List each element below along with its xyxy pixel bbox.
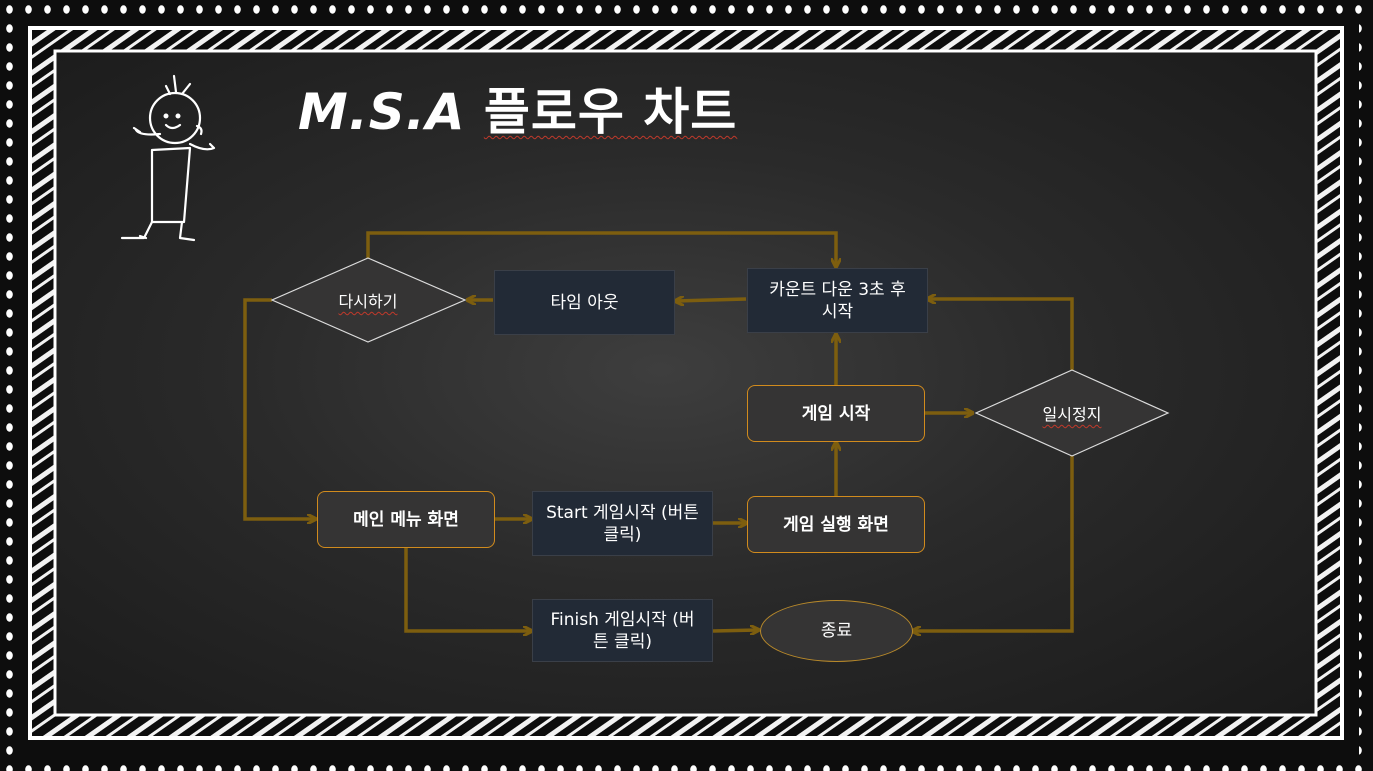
retry-decision: 다시하기: [339, 288, 398, 312]
main-menu-node: 메인 메뉴 화면: [317, 491, 495, 548]
finish-button-label: Finish 게임시작 (버튼 클릭): [550, 609, 695, 652]
main-menu-label: 메인 메뉴 화면: [353, 509, 459, 530]
countdown-label: 카운트 다운 3초 후 시작: [769, 279, 906, 322]
title-main: 플로우 차트: [483, 83, 738, 141]
finish-button-node: Finish 게임시작 (버튼 클릭): [532, 599, 713, 662]
start-button-node: Start 게임시작 (버튼 클릭): [532, 491, 713, 556]
timeout-node: 타임 아웃: [494, 270, 675, 335]
countdown-node: 카운트 다운 3초 후 시작: [747, 268, 928, 333]
game-run-node: 게임 실행 화면: [747, 496, 925, 553]
pause-label: 일시정지: [1042, 405, 1102, 424]
start-button-label: Start 게임시작 (버튼 클릭): [546, 502, 699, 545]
stick-figure-illustration: [120, 74, 216, 242]
pause-decision: 일시정지: [1043, 401, 1102, 425]
game-start-node: 게임 시작: [747, 385, 925, 442]
game-run-label: 게임 실행 화면: [783, 514, 889, 535]
page-title: M.S.A 플로우 차트: [298, 72, 737, 144]
game-start-label: 게임 시작: [801, 403, 871, 424]
end-label: 종료: [820, 621, 853, 641]
retry-label: 다시하기: [338, 292, 398, 311]
title-prefix: M.S.A: [298, 83, 484, 141]
timeout-label: 타임 아웃: [550, 292, 619, 313]
end-node: 종료: [760, 600, 913, 662]
